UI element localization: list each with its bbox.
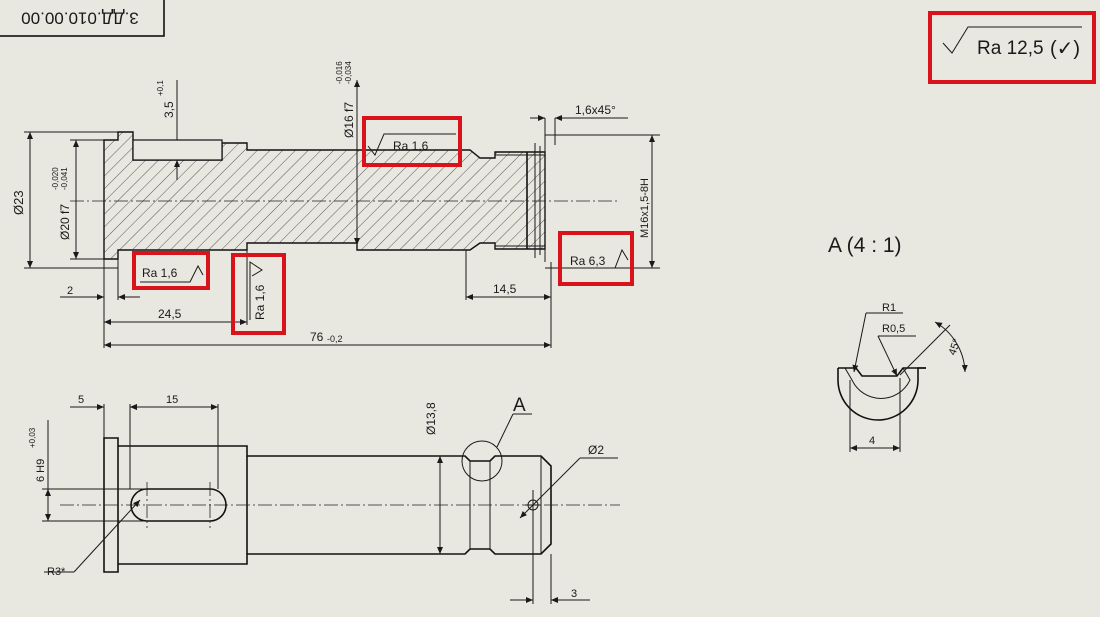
roughness-mark-bottom: Ra 1,6 xyxy=(231,253,286,335)
title-block-code: 3.ДД.010.00.00 xyxy=(21,9,139,28)
section-view: Ø23 Ø20 f7 -0,020 -0,041 3,5 +0,1 Ø16 f7… xyxy=(11,61,660,348)
dim-len-24-5: 24,5 xyxy=(158,307,182,321)
detail-view-title: A (4 : 1) xyxy=(828,234,902,257)
highlight-box-top xyxy=(362,116,462,167)
dim-slot-width-tol: +0,03 xyxy=(28,427,37,448)
dim-total-len: 76 xyxy=(310,330,324,344)
detail-r05: R0,5 xyxy=(882,323,905,335)
detail-view: A (4 : 1) R1 R0,5 45° 4 xyxy=(828,234,968,452)
highlight-box-thread xyxy=(558,231,634,286)
dim-slot-offset: 5 xyxy=(78,394,84,406)
dim-hole-pos: 3 xyxy=(571,588,577,600)
detail-mark: A xyxy=(513,395,526,416)
dim-shoulder: 2 xyxy=(67,285,73,297)
roughness-symbol-icon xyxy=(942,26,1082,54)
general-roughness-check: (✓) xyxy=(1050,38,1080,60)
roughness-symbol-icon xyxy=(566,248,629,269)
dim-len-14-5: 14,5 xyxy=(493,282,517,296)
roughness-mark-left: Ra 1,6 xyxy=(132,251,210,290)
dim-d23: Ø23 xyxy=(11,190,26,215)
dim-d16-tol-upper: -0,016 xyxy=(335,61,344,84)
detail-circle-a xyxy=(461,440,503,482)
roughness-mark-thread: Ra 6,3 xyxy=(558,231,634,286)
dim-d16-tol-lower: -0,034 xyxy=(344,61,353,84)
roughness-label-left: Ra 1,6 xyxy=(142,266,178,280)
dim-d20-tol-upper: -0,020 xyxy=(51,167,60,190)
roughness-label-thread: Ra 6,3 xyxy=(570,254,606,268)
roughness-label-bottom: Ra 1,6 xyxy=(253,284,267,320)
dim-slot-radius: R3* xyxy=(47,566,66,578)
detail-angle: 45° xyxy=(947,337,964,357)
title-block: 3.ДД.010.00.00 xyxy=(0,0,165,37)
dim-d20: Ø20 f7 xyxy=(58,204,72,240)
general-roughness: Ra 12,5 (✓) xyxy=(928,11,1096,84)
keyway-notch xyxy=(132,139,223,161)
dim-slot-width: 6 H9 xyxy=(35,459,47,482)
front-view: Ø2 3 A Ø13,8 5 15 6 H9 +0,03 R3* xyxy=(28,394,620,604)
roughness-mark-top: Ra 1,6 xyxy=(362,116,462,167)
general-roughness-label: Ra 12,5 xyxy=(977,38,1044,59)
dim-d20-tol-lower: -0,041 xyxy=(60,167,69,190)
dim-thread: M16x1,5-8H xyxy=(639,178,651,238)
detail-r1: R1 xyxy=(882,302,896,314)
dim-slot-len: 15 xyxy=(166,394,178,406)
highlight-box-general xyxy=(928,11,1096,84)
dim-d16: Ø16 f7 xyxy=(342,102,356,138)
detail-width: 4 xyxy=(869,435,875,447)
dim-groove-depth: 3,5 xyxy=(162,101,176,118)
roughness-symbol-icon xyxy=(249,261,263,320)
roughness-label-top: Ra 1,6 xyxy=(393,139,429,153)
dim-d13-8: Ø13,8 xyxy=(424,402,438,435)
dim-groove-depth-tol: +0,1 xyxy=(156,80,165,96)
roughness-symbol-icon xyxy=(367,133,456,156)
dim-hole: Ø2 xyxy=(588,443,604,457)
dim-chamfer: 1,6x45° xyxy=(575,103,616,117)
dim-total-len-tol: -0,2 xyxy=(327,334,343,344)
highlight-box-left xyxy=(132,251,210,290)
roughness-symbol-icon xyxy=(140,264,204,283)
highlight-box-bottom xyxy=(231,253,286,335)
